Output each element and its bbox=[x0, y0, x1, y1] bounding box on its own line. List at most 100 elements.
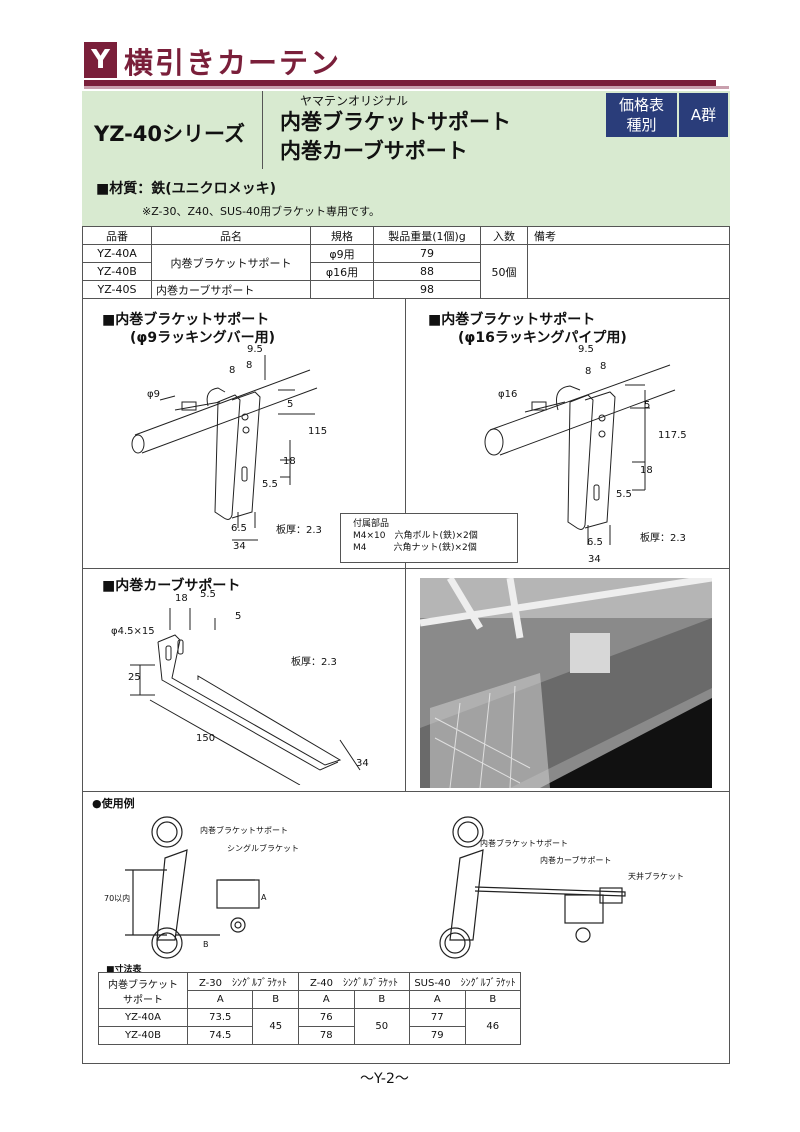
cell-code: YZ-40B bbox=[82, 262, 152, 281]
size-group-z40: Z-40 ｼﾝｸﾞﾙﾌﾞﾗｹｯﾄ bbox=[298, 972, 410, 991]
bracket-a-drawing bbox=[131, 355, 318, 541]
dim-a-pipe: φ9 bbox=[147, 389, 160, 400]
dim-b-9-5: 9.5 bbox=[578, 344, 594, 355]
size-table-title: ■寸法表 bbox=[106, 965, 142, 975]
usage-left-label-2: シングルブラケット bbox=[227, 844, 299, 853]
material-note: ※Z-30、Z40、SUS-40用ブラケット専用です。 bbox=[142, 205, 380, 218]
table-row: YZ-40A 73.5 45 76 50 77 46 bbox=[98, 1008, 521, 1045]
th-qty: 入数 bbox=[480, 226, 528, 245]
category-tag: Y bbox=[84, 42, 117, 78]
size-sub-b: B bbox=[252, 990, 299, 1009]
table-row: YZ-40S 内巻カーブサポート 98 bbox=[82, 280, 730, 299]
size-z30-a: 73.5 bbox=[186, 1008, 254, 1027]
dim-b-117-5: 117.5 bbox=[658, 430, 687, 441]
table-row: YZ-40B φ16用 88 bbox=[82, 262, 730, 281]
size-sub-b: B bbox=[464, 990, 521, 1009]
dim-a-5: 5 bbox=[287, 399, 294, 410]
cell-name: 内巻カーブサポート bbox=[151, 280, 311, 299]
diagram-c-title: ■内巻カーブサポート bbox=[102, 578, 241, 594]
accessories-title: 付属部品 bbox=[353, 519, 390, 529]
dim-b-5: 5 bbox=[644, 400, 651, 411]
size-group-sus40: SUS-40 ｼﾝｸﾞﾙﾌﾞﾗｹｯﾄ bbox=[409, 972, 521, 991]
dim-a-6-5: 6.5 bbox=[231, 523, 247, 534]
dim-a-34: 34 bbox=[233, 541, 246, 552]
panel-divider-v1 bbox=[405, 298, 406, 568]
size-z30-b: 45 bbox=[252, 1008, 299, 1045]
dim-c-thickness: 板厚：2.3 bbox=[291, 657, 337, 668]
series-name: YZ-40シリーズ bbox=[94, 122, 245, 146]
size-code: YZ-40B bbox=[98, 1026, 188, 1045]
dim-c-150: 150 bbox=[196, 733, 216, 744]
size-z40-a: 78 bbox=[298, 1026, 355, 1045]
curve-support-drawing bbox=[130, 608, 361, 785]
size-row-header-1: 内巻ブラケット bbox=[108, 979, 178, 991]
size-sub-a: A bbox=[186, 990, 254, 1009]
dim-a-5-5: 5.5 bbox=[262, 479, 278, 490]
usage-left-label-b: B bbox=[203, 940, 209, 949]
size-sus40-b: 46 bbox=[464, 1008, 521, 1045]
dim-a-18: 18 bbox=[283, 456, 296, 467]
table-row: YZ-40A 内巻ブラケットサポート φ9用 79 50個 bbox=[82, 244, 730, 299]
bracket-b-drawing bbox=[484, 364, 676, 545]
usage-left-label-1: 内巻ブラケットサポート bbox=[200, 826, 288, 835]
size-row-header: 内巻ブラケット サポート bbox=[98, 972, 188, 1009]
th-name: 品名 bbox=[151, 226, 311, 245]
dim-b-6-5: 6.5 bbox=[587, 537, 603, 548]
diagram-a-title: ■内巻ブラケットサポート bbox=[102, 312, 270, 328]
cell-spec: φ16用 bbox=[310, 262, 374, 281]
usage-right-label-1: 内巻ブラケットサポート bbox=[480, 839, 568, 848]
dim-a-115: 115 bbox=[308, 426, 328, 437]
accessories-line-1: M4×10 六角ボルト(鉄)×2個 bbox=[353, 531, 478, 541]
usage-left-label-a: A bbox=[261, 893, 267, 902]
dim-b-pipe: φ16 bbox=[498, 389, 518, 400]
diagram-b-subtitle: (φ16ラッキングパイプ用) bbox=[458, 330, 627, 346]
usage-title: ●使用例 bbox=[92, 797, 135, 810]
dim-c-5: 5 bbox=[235, 611, 242, 622]
dim-c-18: 18 bbox=[175, 593, 188, 604]
size-sus40-a: 77 bbox=[409, 1008, 466, 1027]
dim-b-thickness: 板厚：2.3 bbox=[640, 533, 686, 544]
price-rank-badge: A群 bbox=[679, 93, 728, 137]
size-sub-a: A bbox=[298, 990, 355, 1009]
dim-c-34: 34 bbox=[356, 758, 369, 769]
cell-qty: 50個 bbox=[480, 244, 528, 299]
panel-divider-v2 bbox=[405, 568, 406, 791]
size-table: 内巻ブラケット サポート Z-30 ｼﾝｸﾞﾙﾌﾞﾗｹｯﾄ Z-40 ｼﾝｸﾞﾙ… bbox=[98, 972, 521, 1045]
material-line: ■材質：鉄(ユニクロメッキ) bbox=[96, 181, 277, 197]
cell-weight: 98 bbox=[373, 280, 481, 299]
size-z40-b: 50 bbox=[353, 1008, 410, 1045]
dim-c-5-5: 5.5 bbox=[200, 589, 216, 600]
size-header-row: 内巻ブラケット サポート Z-30 ｼﾝｸﾞﾙﾌﾞﾗｹｯﾄ Z-40 ｼﾝｸﾞﾙ… bbox=[98, 972, 521, 1009]
dim-b-34: 34 bbox=[588, 554, 601, 565]
dim-a-8-left: 8 bbox=[229, 365, 236, 376]
product-name-1: 内巻ブラケットサポート bbox=[280, 110, 511, 134]
size-sub-b: B bbox=[353, 990, 410, 1009]
size-sub-a: A bbox=[409, 990, 466, 1009]
usage-right-label-3: 天井ブラケット bbox=[628, 872, 684, 881]
dim-a-8-right: 8 bbox=[246, 360, 253, 371]
dim-b-18: 18 bbox=[640, 465, 653, 476]
cell-remarks bbox=[527, 244, 730, 299]
diagram-a-subtitle: (φ9ラッキングバー用) bbox=[130, 330, 276, 346]
price-category-label: 価格表 種別 bbox=[606, 93, 677, 137]
title-rule-shade bbox=[84, 86, 729, 89]
cell-code: YZ-40S bbox=[82, 280, 152, 299]
header-divider bbox=[262, 91, 263, 169]
usage-diagram bbox=[125, 816, 626, 959]
dim-c-slot: φ4.5×15 bbox=[111, 626, 155, 637]
title-rule bbox=[84, 80, 716, 86]
category-title: 横引きカーテン bbox=[124, 46, 342, 80]
dim-b-8-right: 8 bbox=[600, 361, 607, 372]
usage-right-label-2: 内巻カーブサポート bbox=[540, 856, 612, 865]
cell-spec bbox=[310, 280, 374, 299]
dim-a-9-5: 9.5 bbox=[247, 344, 263, 355]
dim-b-5-5: 5.5 bbox=[616, 489, 632, 500]
size-group-z30: Z-30 ｼﾝｸﾞﾙﾌﾞﾗｹｯﾄ bbox=[187, 972, 299, 991]
usage-left-label-3: 70以内 bbox=[104, 894, 131, 903]
table-row: YZ-40B 74.5 78 79 bbox=[98, 1026, 521, 1045]
page-number: ～Y-2～ bbox=[360, 1071, 409, 1087]
size-z30-a: 74.5 bbox=[186, 1026, 254, 1045]
size-code: YZ-40A bbox=[98, 1008, 188, 1027]
spec-table: 品番 品名 規格 製品重量(1個)g 入数 備考 YZ-40A 内巻ブラケットサ… bbox=[82, 226, 730, 299]
cell-weight: 88 bbox=[373, 262, 481, 281]
